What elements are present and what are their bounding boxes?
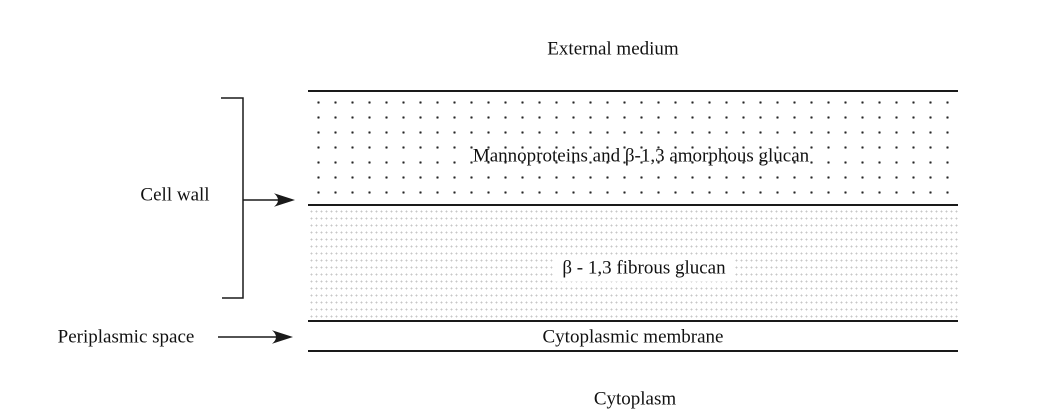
cytoplasmic-membrane-band — [308, 322, 958, 352]
cell-wall-label: Cell wall — [140, 184, 210, 206]
cytoplasm-label: Cytoplasm — [593, 388, 677, 410]
mannoprotein-layer-label: Mannoproteins and β-1,3 amorphous glucan — [472, 145, 810, 167]
mannoprotein-layer — [308, 90, 958, 206]
cell-wall-bracket — [221, 97, 244, 299]
periplasmic-space-label: Periplasmic space — [57, 326, 195, 348]
cytoplasmic-membrane-label: Cytoplasmic membrane — [542, 326, 724, 348]
external-medium-label: External medium — [547, 38, 679, 60]
fibrous-glucan-layer-label: β - 1,3 fibrous glucan — [552, 256, 736, 282]
cell-wall-arrowhead-icon — [274, 193, 295, 207]
periplasmic-arrowhead-icon — [272, 330, 293, 344]
